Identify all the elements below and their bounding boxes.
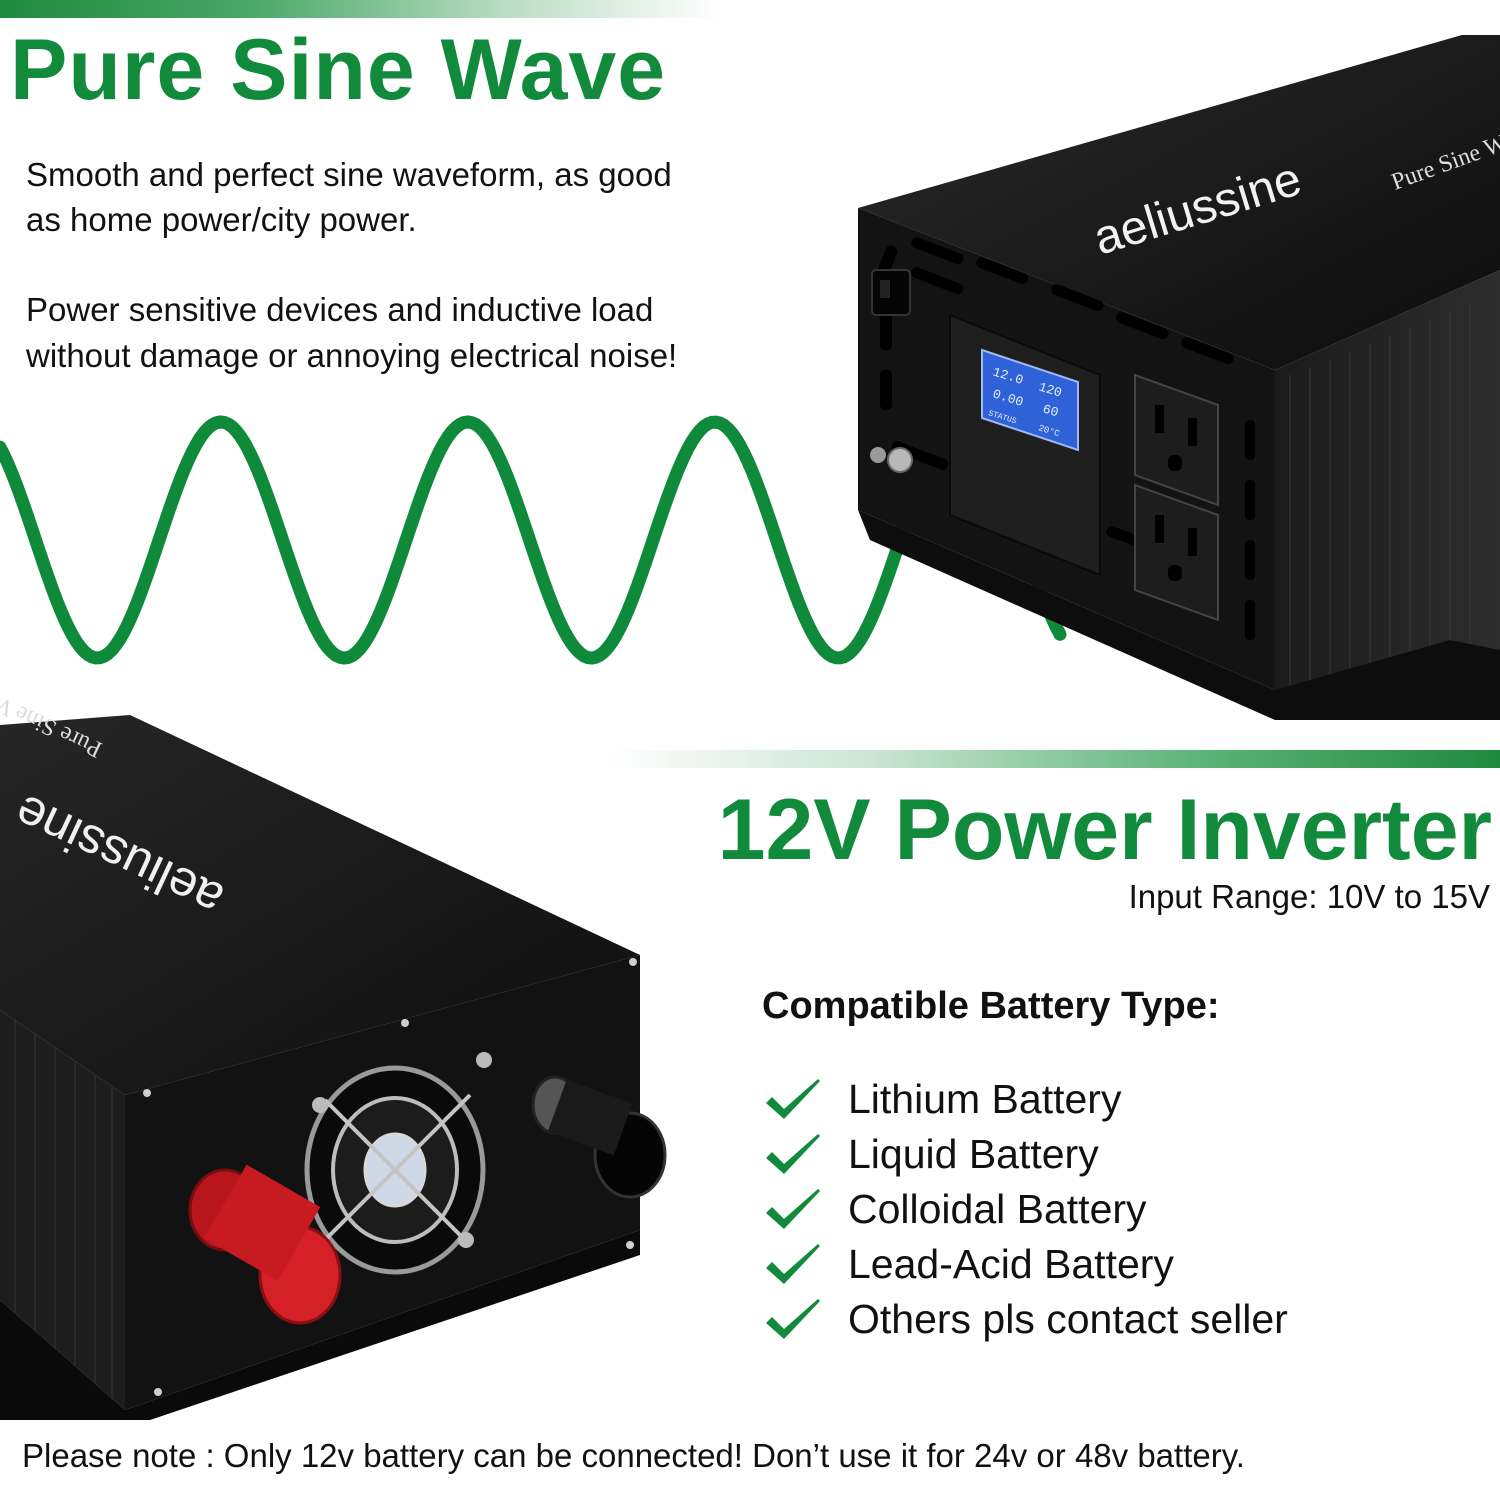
battery-label: Lithium Battery: [848, 1076, 1122, 1122]
intro-line-2: as home power/city power.: [26, 201, 417, 238]
intro-line-3: Power sensitive devices and inductive lo…: [26, 291, 654, 328]
negative-terminal: [531, 1075, 667, 1199]
battery-label: Liquid Battery: [848, 1131, 1099, 1177]
checkmark-icon: [766, 1243, 820, 1284]
list-item: Colloidal Battery: [762, 1182, 1288, 1237]
inverter-front-photo: 12.0 120 0.00 60 STATUS 20°C aeliussine …: [858, 35, 1500, 720]
checkmark-icon: [766, 1133, 820, 1174]
positive-terminal: [188, 1164, 342, 1325]
lcd-output-voltage: 120: [1037, 379, 1064, 400]
list-item: Others pls contact seller: [762, 1292, 1288, 1347]
ac-outlet-upper: [1134, 373, 1219, 507]
inverter-rear-photo: aeliussine Pure Sine Wave Inverter: [0, 700, 667, 1420]
input-range-text: Input Range: 10V to 15V: [1128, 878, 1490, 915]
checkmark-icon: [766, 1298, 820, 1339]
power-inverter-title: 12V Power Inverter: [717, 782, 1492, 878]
compatible-battery-heading: Compatible Battery Type:: [762, 985, 1220, 1027]
battery-label: Colloidal Battery: [848, 1186, 1147, 1232]
battery-type-list: Lithium Battery Liquid Battery Colloidal…: [762, 1072, 1288, 1347]
top-gradient-bar: [0, 0, 720, 18]
intro-line-1: Smooth and perfect sine waveform, as goo…: [26, 156, 672, 193]
checkmark-icon: [766, 1078, 820, 1119]
checkmark-icon: [766, 1188, 820, 1229]
battery-label: Others pls contact seller: [848, 1296, 1288, 1342]
lcd-frequency: 60: [1041, 401, 1060, 420]
list-item: Lead-Acid Battery: [762, 1237, 1288, 1292]
compatibility-note: Please note : Only 12v battery can be co…: [22, 1437, 1245, 1474]
list-item: Liquid Battery: [762, 1127, 1288, 1182]
intro-line-4: without damage or annoying electrical no…: [26, 337, 678, 374]
cooling-fan: [304, 1052, 492, 1275]
sine-wave-graphic: [0, 415, 1067, 665]
middle-gradient-bar: [610, 750, 1500, 768]
battery-label: Lead-Acid Battery: [848, 1241, 1174, 1287]
pure-sine-wave-title: Pure Sine Wave: [10, 22, 667, 118]
list-item: Lithium Battery: [762, 1072, 1288, 1127]
ac-outlet-lower: [1134, 483, 1219, 622]
